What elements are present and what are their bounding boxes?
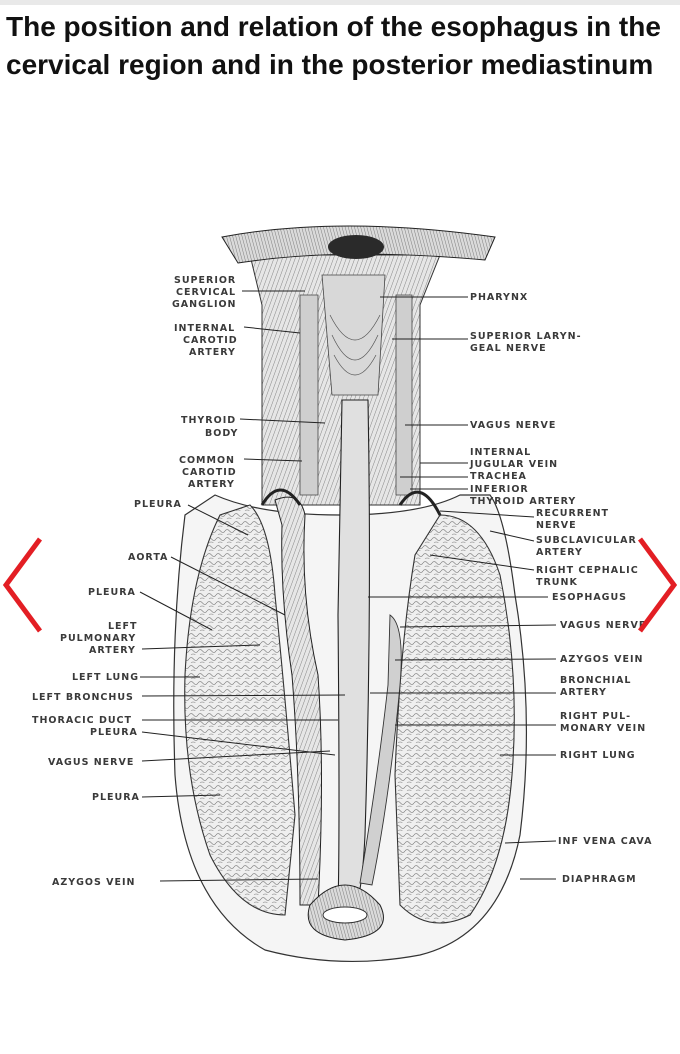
label-subclavicular-artery: SUBCLAVICULAR ARTERY <box>489 530 637 558</box>
pharynx-muscle <box>321 274 386 396</box>
label-diaphragm: DIAPHRAGM <box>520 874 637 885</box>
svg-text:THYROID: THYROID <box>181 415 236 426</box>
svg-text:AZYGOS VEIN: AZYGOS VEIN <box>52 877 135 888</box>
svg-text:CAROTID: CAROTID <box>182 467 237 478</box>
label-superior-cervical-ganglion: SUPERIOR CERVICAL GANGLION <box>172 275 305 310</box>
svg-text:ARTERY: ARTERY <box>536 547 583 558</box>
svg-text:NERVE: NERVE <box>536 520 577 531</box>
svg-text:AORTA: AORTA <box>128 552 168 563</box>
svg-text:INFERIOR: INFERIOR <box>470 484 529 495</box>
label-internal-carotid-artery: INTERNAL CAROTID ARTERY <box>174 323 301 358</box>
svg-text:VAGUS NERVE: VAGUS NERVE <box>470 420 556 431</box>
label-inferior-thyroid-artery: INFERIOR THYROID ARTERY <box>410 484 576 507</box>
previous-button[interactable] <box>0 535 44 635</box>
svg-text:VAGUS NERVE: VAGUS NERVE <box>48 757 134 768</box>
svg-text:BODY: BODY <box>205 428 238 439</box>
svg-text:SUBCLAVICULAR: SUBCLAVICULAR <box>536 535 637 546</box>
anatomy-illustration: SUPERIOR CERVICAL GANGLION INTERNAL CARO… <box>0 215 680 975</box>
svg-text:BRONCHIAL: BRONCHIAL <box>560 675 631 686</box>
label-thyroid-body: THYROID BODY <box>181 415 326 439</box>
chevron-right-icon <box>637 537 678 633</box>
svg-text:LEFT: LEFT <box>108 621 138 632</box>
svg-text:TRUNK: TRUNK <box>536 577 578 588</box>
label-pleura-upper: PLEURA <box>134 499 249 536</box>
svg-text:CAROTID: CAROTID <box>183 335 238 346</box>
azygos-vein <box>359 614 402 886</box>
label-internal-jugular-vein: INTERNAL JUGULAR VEIN <box>420 447 558 470</box>
svg-text:TRACHEA: TRACHEA <box>470 471 527 482</box>
svg-text:THYROID ARTERY: THYROID ARTERY <box>470 496 576 507</box>
svg-text:RIGHT LUNG: RIGHT LUNG <box>560 750 636 761</box>
svg-text:SUPERIOR LARYN-: SUPERIOR LARYN- <box>470 331 582 342</box>
page-title: The position and relation of the esophag… <box>6 11 661 80</box>
trachea <box>299 294 319 496</box>
label-common-carotid-artery: COMMON CAROTID ARTERY <box>179 455 303 490</box>
top-bar <box>0 0 680 5</box>
chevron-left-icon <box>2 537 43 633</box>
label-vagus-nerve-upper: VAGUS NERVE <box>405 420 556 431</box>
svg-text:PHARYNX: PHARYNX <box>470 292 528 303</box>
label-right-pulmonary-vein: RIGHT PUL- MONARY VEIN <box>395 711 646 734</box>
svg-text:JUGULAR VEIN: JUGULAR VEIN <box>469 459 558 470</box>
svg-text:ARTERY: ARTERY <box>189 347 236 358</box>
svg-text:INTERNAL: INTERNAL <box>174 323 235 334</box>
svg-text:DIAPHRAGM: DIAPHRAGM <box>562 874 637 885</box>
svg-text:LEFT LUNG: LEFT LUNG <box>72 672 139 683</box>
svg-text:COMMON: COMMON <box>179 455 235 466</box>
svg-text:CERVICAL: CERVICAL <box>176 287 236 298</box>
svg-text:GEAL NERVE: GEAL NERVE <box>470 343 547 354</box>
label-inf-vena-cava: INF VENA CAVA <box>504 836 652 847</box>
svg-text:PLEURA: PLEURA <box>90 727 138 738</box>
pharynx-opening <box>328 235 384 259</box>
svg-text:THORACIC DUCT: THORACIC DUCT <box>32 715 132 726</box>
svg-text:ARTERY: ARTERY <box>560 687 607 698</box>
svg-text:PLEURA: PLEURA <box>134 499 182 510</box>
label-superior-laryngeal-nerve: SUPERIOR LARYN- GEAL NERVE <box>392 331 582 354</box>
svg-text:INTERNAL: INTERNAL <box>470 447 531 458</box>
svg-text:ESOPHAGUS: ESOPHAGUS <box>552 592 627 603</box>
label-trachea: TRACHEA <box>400 471 527 482</box>
svg-text:RIGHT PUL-: RIGHT PUL- <box>560 711 631 722</box>
label-vagus-nerve-right: VAGUS NERVE <box>399 620 646 631</box>
label-left-lung: LEFT LUNG <box>72 672 200 683</box>
label-pleura-mid: PLEURA <box>88 587 213 631</box>
svg-text:SUPERIOR: SUPERIOR <box>174 275 236 286</box>
aorta <box>274 496 322 906</box>
svg-text:PLEURA: PLEURA <box>92 792 140 803</box>
label-right-lung: RIGHT LUNG <box>500 750 636 761</box>
svg-text:PLEURA: PLEURA <box>88 587 136 598</box>
label-left-bronchus: LEFT BRONCHUS <box>32 692 346 703</box>
svg-text:GANGLION: GANGLION <box>172 299 237 310</box>
label-recurrent-nerve: RECURRENT NERVE <box>439 508 609 531</box>
label-aorta: AORTA <box>128 552 286 616</box>
label-vagus-nerve-left: VAGUS NERVE <box>48 750 331 768</box>
label-pharynx: PHARYNX <box>380 292 528 303</box>
svg-text:PULMONARY: PULMONARY <box>60 633 136 644</box>
svg-text:MONARY VEIN: MONARY VEIN <box>560 723 646 734</box>
label-thoracic-duct: THORACIC DUCT <box>32 715 338 726</box>
svg-text:AZYGOS VEIN: AZYGOS VEIN <box>560 654 643 665</box>
svg-text:VAGUS NERVE: VAGUS NERVE <box>560 620 646 631</box>
svg-text:INF VENA CAVA: INF VENA CAVA <box>558 836 652 847</box>
label-pleura-lower: PLEURA <box>90 727 336 756</box>
label-azygos-vein-left: AZYGOS VEIN <box>52 877 319 888</box>
svg-text:RIGHT CEPHALIC: RIGHT CEPHALIC <box>536 565 639 576</box>
label-esophagus: ESOPHAGUS <box>368 592 627 603</box>
right-lung <box>394 514 515 924</box>
svg-text:RECURRENT: RECURRENT <box>536 508 609 519</box>
label-left-pulmonary-artery: LEFT PULMONARY ARTERY <box>60 621 261 656</box>
esophagus <box>337 399 371 906</box>
svg-text:ARTERY: ARTERY <box>89 645 136 656</box>
left-lung <box>184 504 296 916</box>
next-button[interactable] <box>636 535 680 635</box>
label-azygos-vein-right: AZYGOS VEIN <box>394 654 643 665</box>
label-right-cephalic-trunk: RIGHT CEPHALIC TRUNK <box>429 554 639 588</box>
label-pleura-bottom: PLEURA <box>92 792 221 803</box>
svg-text:ARTERY: ARTERY <box>188 479 235 490</box>
label-bronchial-artery: BRONCHIAL ARTERY <box>370 675 631 698</box>
esophagus-diagram: SUPERIOR CERVICAL GANGLION INTERNAL CARO… <box>32 225 652 962</box>
svg-text:LEFT BRONCHUS: LEFT BRONCHUS <box>32 692 134 703</box>
